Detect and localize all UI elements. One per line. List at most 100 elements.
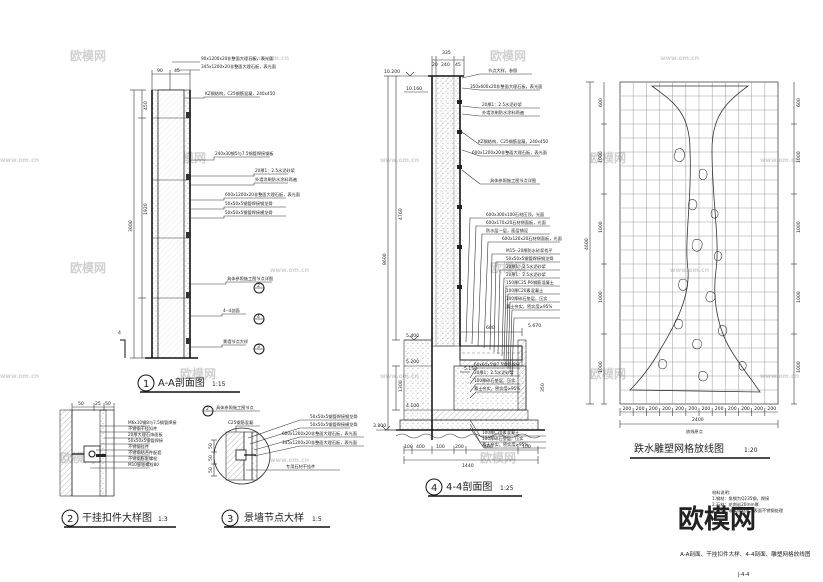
dim-label: 100 <box>404 444 413 450</box>
annotation: 具体参照施工图节点详图 <box>227 275 273 282</box>
wall-core-hatch <box>158 90 184 358</box>
material-notes: 材料说明： 1.钢材：角钢为Q235钢，焊接 2.石材：花岗岩20mm厚 3.雕… <box>712 489 784 514</box>
dim-label: 200 <box>688 406 697 412</box>
dim-label: 1000 <box>598 291 604 303</box>
stone-panel <box>99 409 107 497</box>
dim-label: 100 <box>436 444 445 450</box>
gravel-bed <box>399 419 539 431</box>
dim-label: 90 <box>157 68 163 74</box>
annotation: 600x1200x20非整面大理石板，表光面 <box>225 191 300 198</box>
callout-number: 2 <box>257 283 260 289</box>
level-mark: 5.150 <box>464 366 477 372</box>
watermark: www.om.cn <box>380 373 419 380</box>
dim-label: 1000 <box>796 361 802 373</box>
annotation: C25钢筋混凝 <box>228 419 254 426</box>
annotation: 不锈钢挂件 <box>128 443 149 450</box>
watermark: 欧模网 <box>490 260 526 275</box>
annotation: 50x50x5钢管焊接钢龙骨 <box>225 200 273 207</box>
annotation: 20厚1：2.5水泥砂浆 <box>474 369 515 376</box>
annotation: 景墙节点大样 <box>223 338 248 345</box>
section-3-wall-node: 50 50 50 2 具体参照施工图节点 C25钢筋混凝 50x50x5钢管焊接… <box>202 404 364 528</box>
annotation: 600x1200x20非整面大理石板，表光面 <box>472 149 547 156</box>
drawing-number: 2 <box>67 514 73 525</box>
level-mark: 5.670 <box>528 323 541 329</box>
annotation: 345x1200x20非整面大理石板，表光面 <box>282 439 357 446</box>
level-mark: 3.800 <box>373 423 386 429</box>
clip-mark <box>186 174 191 180</box>
dim-label: 45 <box>455 62 461 68</box>
clip-mark <box>186 338 191 344</box>
wall-concrete <box>59 409 73 497</box>
dim-label: 200 <box>767 406 776 412</box>
annotation: 4--4剖面 <box>223 307 240 314</box>
drawing-number-circle <box>61 509 79 527</box>
dim-label: 400 <box>416 444 425 450</box>
level-mark: 10.200 <box>384 69 400 75</box>
annotation: KZ钢结构，C25钢筋混凝，240x450 <box>478 138 548 145</box>
clip-mark <box>186 232 191 238</box>
section-cut-mark: 4 <box>118 330 121 336</box>
annotation: 100厚碎石垫层，压实 <box>506 295 548 302</box>
dim-label: 200 <box>754 406 763 412</box>
annotation: 50x50x5钢管焊接钢龙骨 <box>506 255 554 262</box>
annotation: 20厚1：2.5水泥砂浆 <box>506 263 547 270</box>
dim-label: 1440 <box>462 463 474 469</box>
level-mark: 4.100 <box>406 403 419 409</box>
grid-origin-label: 放线原点 <box>686 428 703 435</box>
annotation: 50x50x5钢管焊接横龙骨 <box>225 209 273 216</box>
dim-label: 350 <box>540 383 546 392</box>
watermark: 欧模网 <box>180 366 216 381</box>
callout-number: 4 <box>257 314 260 320</box>
level-mark: 10.160 <box>406 86 422 92</box>
dim-label: 200 <box>649 406 658 412</box>
dim-label: 200 <box>662 406 671 412</box>
annotation: KZ钢结构，C25钢筋混凝，240x450 <box>205 90 275 97</box>
watermark: www.om.cn <box>0 373 39 380</box>
drawing-number-circle <box>221 509 239 527</box>
drawing-number-circle <box>425 478 443 496</box>
watermark: www.om.cn <box>270 267 309 274</box>
dim-label: 100 <box>522 444 531 450</box>
annotation: 100厚C20素混凝土 <box>482 429 519 436</box>
dim-label: 1000 <box>796 221 802 233</box>
drawing-scale: 1:5 <box>312 516 322 523</box>
annotation: 具体参照施工图节点 <box>216 404 254 411</box>
annotation: 不锈钢膨胀螺栓 <box>128 455 158 462</box>
annotation: 600x120x20石材侧面板，光面 <box>502 235 562 242</box>
watermark: www.om.cn <box>250 55 289 62</box>
annotation: 20厚1：2.5水泥砂浆 <box>255 167 296 174</box>
watermark: 欧模网 <box>590 150 626 165</box>
watermark: www.om.cn <box>270 457 309 464</box>
drawing-number: 4 <box>431 483 437 494</box>
watermark: www.om.cn <box>380 157 419 164</box>
dim-label: 1000 <box>598 221 604 233</box>
annotation: 600x170x20石材侧面板，光面 <box>486 219 546 226</box>
section-2-clip-detail: 50 25 50 M6x10钢8与7.5钢管焊接 不锈钢干挂扣件 20厚大理石饰… <box>59 401 177 528</box>
watermark: www.om.cn <box>660 55 699 62</box>
dim-label: 400 <box>484 444 493 450</box>
sheet-caption: A-A剖面、干挂扣件大样、4-4剖面、雕塑网格放线图 <box>680 550 811 558</box>
drawing-number-circle <box>137 374 155 392</box>
section-44: 10.200 10.160 5.400 5.200 5.150 4.100 3.… <box>373 50 562 497</box>
dim-label: 50 <box>208 443 214 449</box>
left-step <box>403 339 433 421</box>
callout-number: 3 <box>257 344 260 350</box>
annotation: 20厚大理石饰面板 <box>128 431 163 438</box>
note-line: 1.钢材：角钢为Q235钢，焊接 <box>712 495 770 502</box>
watermark: 欧模网 <box>590 366 626 381</box>
dim-label: 200 <box>623 406 632 412</box>
dim-label: 200 <box>728 406 737 412</box>
section-aa: 4 90 45 450 1920 3000 <box>118 55 300 393</box>
dim-label: 3000 <box>128 220 134 232</box>
annotation: 100厚碎石垫层，压实 <box>482 435 524 442</box>
dim-label: 50 <box>78 401 84 407</box>
annotation: 150厚C25 P6钢筋混凝土 <box>506 279 554 286</box>
dim-label: 1000 <box>598 361 604 373</box>
dim-label: 200 <box>741 406 750 412</box>
annotation: 100厚碎石垫层，压实 <box>474 377 516 384</box>
dim-label: 200 <box>455 444 464 450</box>
brand-watermark: 欧模网 <box>678 504 756 535</box>
note-line: 2.石材：花岗岩20mm厚 <box>712 501 759 508</box>
sculpture-detail <box>658 148 747 382</box>
